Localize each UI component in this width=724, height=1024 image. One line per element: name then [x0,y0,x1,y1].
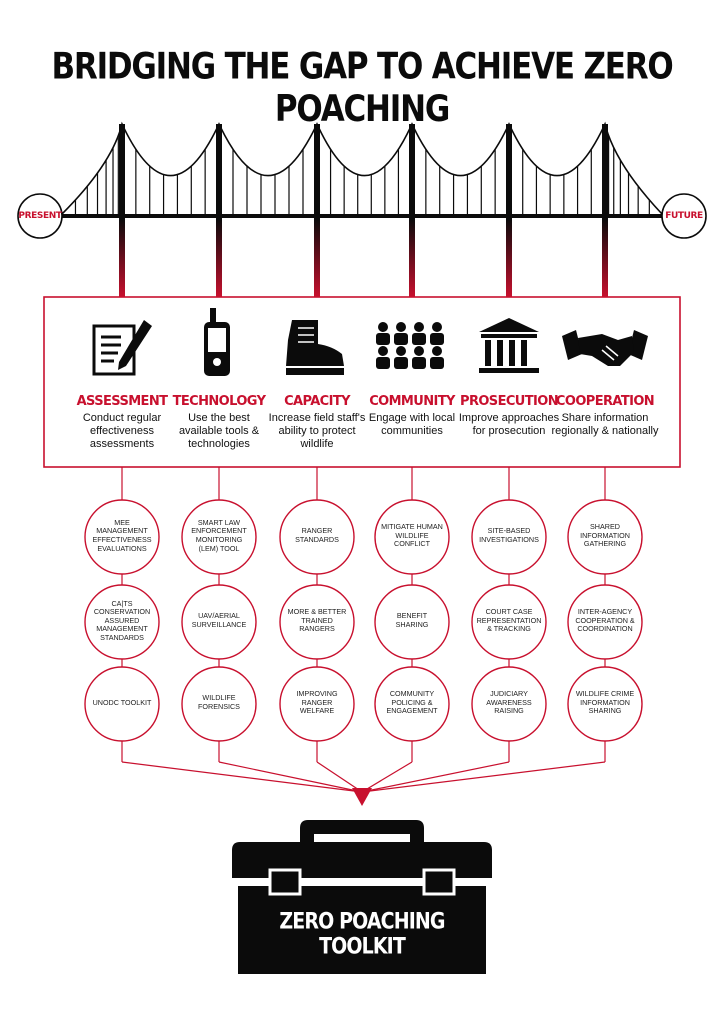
item-community-3: COMMUNITY POLICING & ENGAGEMENT [386,689,438,716]
pillar-desc-assessment: Conduct regular effectiveness assessment… [82,412,162,450]
item-capacity-1: RANGER STANDARDS [295,526,339,544]
person-body [430,333,444,345]
pillar-desc-prosecution: Improve approaches for prosecution [458,412,560,437]
bridge-tower [409,124,415,297]
funnel-line [361,761,606,793]
item-prosecution-2: COURT CASE REPRESENTATION & TRACKING [476,607,542,634]
funnel-line [218,761,363,793]
pillar-title-technology: TECHNOLOGY [172,394,266,409]
item-technology-1: SMART LAW ENFORCEMENT MONITORING (LEM) T… [191,517,247,553]
item-community-1: MITIGATE HUMAN WILDLIFE CONFLICT [381,522,443,549]
person-head [414,346,424,356]
pillar-title-community: COMMUNITY [369,394,455,409]
bridge-towers [119,124,608,297]
person-head [432,322,442,332]
pillar-desc-technology: Use the best available tools & technolog… [178,412,260,450]
item-community-2: BENEFIT SHARING [395,611,429,629]
item-capacity-3: IMPROVING RANGER WELFARE [296,689,338,716]
bridge-suspenders [74,135,650,214]
future-label: FUTURE [665,211,703,221]
bridge-tower [314,124,320,297]
pillar-desc-cooperation: Share information regionally & nationall… [551,412,659,437]
arrow-down [352,788,372,806]
pillar-desc-capacity: Increase field staff's ability to protec… [268,412,366,450]
bridge-tower [119,124,125,297]
pillar-title-capacity: CAPACITY [284,394,350,409]
item-circle [84,499,160,575]
present-label: PRESENT [18,211,62,221]
item-circle [471,666,547,742]
item-assessment-3: UNODC TOOLKIT [92,697,152,707]
pillar-desc-community: Engage with local communities [368,412,456,437]
document-pen-icon [92,320,152,376]
funnel-line [316,761,363,793]
toolbox-icon [232,820,492,974]
item-prosecution-1: SITE-BASED INVESTIGATIONS [479,526,539,544]
future-marker [661,193,707,239]
person-head [396,346,406,356]
pillar-title-prosecution: PROSECUTION [460,394,559,409]
funnel-line [361,761,413,793]
person-head [378,346,388,356]
bridge [17,121,707,297]
item-circle [181,584,257,660]
item-circles [84,499,643,742]
item-technology-3: WILDLIFE FORENSICS [198,693,240,711]
handshake-icon [562,330,648,366]
person-body [376,357,390,369]
item-prosecution-3: JUDICIARY AWARENESS RAISING [486,689,532,716]
item-circle [471,584,547,660]
item-cooperation-3: WILDLIFE CRIME INFORMATION SHARING [575,689,635,716]
pillar-title-assessment: ASSESSMENT [76,394,168,409]
page-title: BRIDGING THE GAP TO ACHIEVE ZERO POACHIN… [51,45,673,131]
connector-lines [121,467,606,793]
item-circle [84,666,160,742]
item-circle [567,584,643,660]
item-circle [279,499,355,575]
item-circle [567,499,643,575]
item-circle [181,666,257,742]
bridge-cable [61,121,663,215]
funnel-line [121,761,363,793]
person-head [378,322,388,332]
item-assessment-2: CA|TS CONSERVATION ASSURED MANAGEMENT ST… [93,598,151,642]
bridge-tower [216,124,222,297]
boot-icon [286,320,344,375]
person-head [396,322,406,332]
bridge-tower [506,124,512,297]
bridge-deck [56,214,668,218]
item-circle [374,584,450,660]
item-technology-2: UAV/AERIAL SURVEILLANCE [191,611,247,629]
item-capacity-2: MORE & BETTER TRAINED RANGERS [287,607,347,634]
item-circle [279,666,355,742]
person-head [414,322,424,332]
community-people-icon [376,322,444,369]
toolkit-label: ZERO POACHING TOOLKIT [279,908,445,960]
person-head [432,346,442,356]
item-circle [567,666,643,742]
person-body [412,333,426,345]
item-cooperation-1: SHARED INFORMATION GATHERING [580,522,630,549]
person-body [394,333,408,345]
present-marker [17,193,63,239]
gps-device-icon [204,308,230,376]
person-body [412,357,426,369]
item-assessment-1: MEE MANAGEMENT EFFECTIVENESS EVALUATIONS [92,517,152,553]
item-circle [374,666,450,742]
pillar-title-cooperation: COOPERATION [555,394,655,409]
item-cooperation-2: INTER-AGENCY COOPERATION & COORDINATION [575,607,635,634]
person-body [394,357,408,369]
item-circle [84,584,160,660]
item-circle [279,584,355,660]
bridge-tower [602,124,608,297]
funnel-line [361,761,510,793]
person-body [376,333,390,345]
person-body [430,357,444,369]
item-circle [374,499,450,575]
item-circle [181,499,257,575]
item-circle [471,499,547,575]
courthouse-icon [479,318,539,373]
